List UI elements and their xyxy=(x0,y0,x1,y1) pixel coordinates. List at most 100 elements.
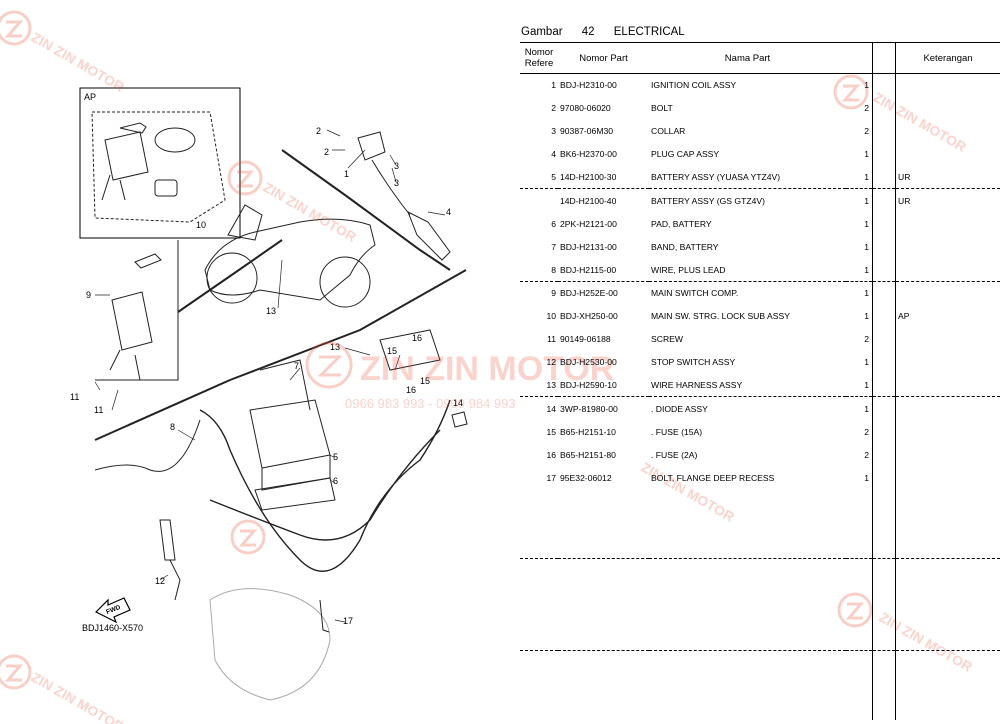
cell-remarks xyxy=(896,328,1001,351)
stop-switch xyxy=(159,519,181,601)
col-gap xyxy=(872,42,896,74)
empty-cell xyxy=(846,674,873,698)
label-14: 14 xyxy=(453,398,463,408)
empty-cell xyxy=(872,581,896,605)
empty-cell xyxy=(520,674,558,697)
cell-part-number: B65-H2151-80 xyxy=(560,449,616,460)
divider-mid xyxy=(177,239,283,313)
cell-part-name: BATTERY ASSY (YUASA YTZ4V) xyxy=(651,172,781,182)
cell-qty: 1 xyxy=(846,258,873,282)
cell-gap xyxy=(872,281,896,305)
empty-cell xyxy=(649,674,846,697)
label-17: 17 xyxy=(343,616,353,626)
label-12: 12 xyxy=(155,576,165,586)
empty-cell xyxy=(895,557,1000,582)
cell-part-name: COLLAR xyxy=(651,126,686,137)
empty-cell xyxy=(872,534,896,559)
cell-part-name: WIRE HARNESS ASSY xyxy=(651,380,743,391)
cell-gap xyxy=(872,73,896,97)
cell-part-name: PAD, BATTERY xyxy=(651,218,712,229)
empty-cell xyxy=(520,535,558,558)
cell-gap xyxy=(872,420,896,444)
empty-cell xyxy=(558,535,649,558)
cell-part-number: BDJ-H2310-00 xyxy=(560,80,617,91)
cell-qty: 1 xyxy=(846,188,873,213)
empty-cell xyxy=(649,557,846,582)
cell-part-name: MAIN SWITCH COMP. xyxy=(649,281,846,305)
cell-gap xyxy=(872,258,896,282)
cell-part-name: MAIN SW. STRG. LOCK SUB ASSY xyxy=(651,311,790,322)
label-7: 7 xyxy=(294,361,299,371)
empty-cell xyxy=(558,697,649,720)
cell-remarks xyxy=(896,97,1001,120)
ap-inset-frame xyxy=(79,87,241,239)
cell-ref: 7 xyxy=(551,241,556,252)
label-2b: 2 xyxy=(324,147,329,157)
battery-pad xyxy=(254,477,336,511)
cell-remarks xyxy=(896,420,1001,443)
label-5: 5 xyxy=(333,452,338,462)
empty-row xyxy=(520,627,1001,651)
drawing-code: BDJ1460-X570 xyxy=(82,623,143,633)
empty-cell xyxy=(895,650,1000,675)
cell-part-number: BDJ-XH250-00 xyxy=(560,311,618,322)
figure-label: Gambar xyxy=(521,26,563,38)
cell-qty: 1 xyxy=(846,281,873,305)
divider-upper xyxy=(281,149,451,271)
cell-ref: 12 xyxy=(546,357,556,368)
cell-part-name: . FUSE (15A) xyxy=(651,426,703,437)
empty-cell xyxy=(558,604,649,627)
empty-cell xyxy=(896,627,1001,650)
empty-cell xyxy=(896,674,1001,697)
cell-remarks xyxy=(896,258,1001,281)
empty-cell xyxy=(558,650,649,675)
empty-cell xyxy=(520,489,558,512)
ignition-coil xyxy=(357,131,411,216)
cell-gap xyxy=(872,327,896,351)
figure-number: 42 xyxy=(581,26,595,38)
cell-part-number: BDJ-H2530-00 xyxy=(560,357,617,368)
cell-qty: 2 xyxy=(846,443,873,467)
wire-harness xyxy=(199,399,451,572)
empty-row xyxy=(520,511,1000,535)
label-3b: 3 xyxy=(394,178,399,188)
cell-gap xyxy=(872,350,896,374)
empty-cell xyxy=(649,650,846,675)
cell-gap xyxy=(872,396,896,421)
cell-ref: 1 xyxy=(551,80,556,91)
cell-ref: 14 xyxy=(520,396,558,421)
front-wheel xyxy=(206,252,258,304)
empty-cell xyxy=(520,604,558,627)
empty-cell xyxy=(896,489,1001,512)
empty-cell xyxy=(896,582,1001,605)
cell-qty: 2 xyxy=(846,96,873,120)
cell-gap xyxy=(872,212,896,236)
wire-harness-2 xyxy=(209,429,441,541)
empty-cell xyxy=(558,557,649,582)
empty-cell xyxy=(872,650,896,675)
cell-qty: 1 xyxy=(846,142,873,166)
empty-cell xyxy=(558,674,649,697)
empty-row xyxy=(520,604,1000,628)
cell-qty: 1 xyxy=(846,235,873,259)
cell-part-name: PLUG CAP ASSY xyxy=(651,149,720,160)
empty-cell xyxy=(558,582,649,605)
cell-remarks xyxy=(895,281,1000,305)
empty-cell xyxy=(558,512,649,535)
cell-remarks xyxy=(896,143,1001,166)
cell-ref: 8 xyxy=(551,264,556,275)
label-15a: 15 xyxy=(387,346,397,356)
cell-part-name: . FUSE (2A) xyxy=(651,449,698,460)
col-qty xyxy=(846,42,873,74)
cell-ref: 10 xyxy=(546,311,556,322)
empty-row xyxy=(520,697,1000,720)
label-13b: 13 xyxy=(330,342,340,352)
